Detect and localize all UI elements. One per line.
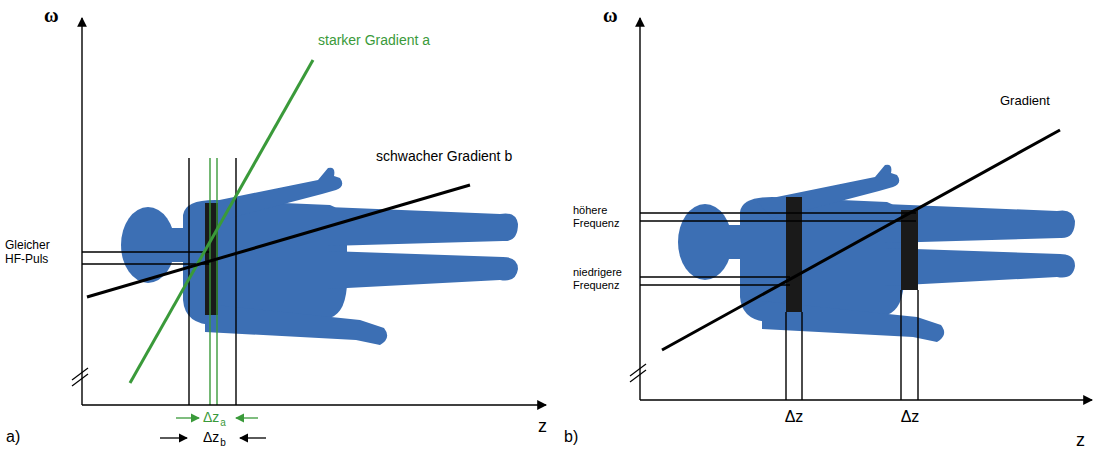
pulse-label: Gleicher HF-Puls [5, 239, 67, 267]
dimension-label: Δz [203, 409, 219, 425]
subscript: b [220, 437, 226, 449]
axis-label: ω [603, 4, 618, 27]
panel-b [630, 18, 1092, 400]
gradient-label: Gradient [1000, 94, 1050, 109]
panel-a [72, 18, 546, 438]
body-silhouette [121, 168, 518, 345]
axis-label: z [1076, 430, 1085, 451]
dimension-arrow [236, 417, 258, 418]
dimension-arrow [160, 437, 187, 438]
frequency-label: höhere Frequenz [573, 204, 637, 229]
panel-label: a) [6, 428, 20, 446]
slice [786, 197, 802, 312]
axis-label: ω [44, 4, 59, 27]
dimension-label: Δz [901, 408, 920, 426]
axis-label: z [538, 416, 547, 437]
omega-axis [81, 18, 82, 405]
subscript: a [220, 417, 226, 429]
strong-gradient-line [130, 60, 313, 383]
z-axis [640, 399, 1092, 400]
omega-axis [639, 18, 640, 400]
panel-label: b) [564, 428, 578, 446]
dimension-label: Δz [203, 429, 219, 445]
frequency-label: niedrigere Frequenz [573, 266, 637, 291]
gradient-label: schwacher Gradient b [376, 148, 512, 164]
slice [901, 210, 918, 290]
axis-break [630, 364, 646, 382]
gradient-label: starker Gradient a [318, 32, 430, 48]
gradient-line [662, 130, 1060, 350]
z-axis [82, 404, 546, 405]
dimension-label: Δz [785, 408, 804, 426]
dimension-arrow [176, 417, 199, 418]
body-silhouette [678, 165, 1075, 342]
weak-gradient-line [87, 185, 470, 297]
axis-break [72, 368, 88, 386]
dimension-arrow [240, 437, 266, 438]
